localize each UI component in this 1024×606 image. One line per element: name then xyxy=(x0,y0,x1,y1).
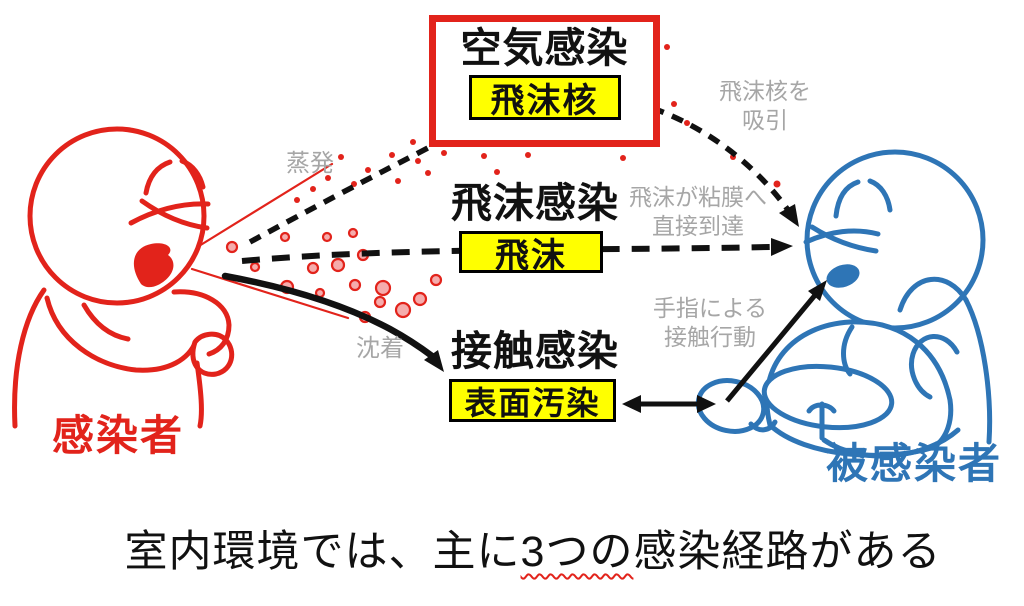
infected-brow xyxy=(179,158,206,190)
droplet-title: 飛沫感染 xyxy=(451,180,619,226)
recipient-open-mouth xyxy=(826,264,860,288)
recipient-elbow xyxy=(909,334,960,400)
recipient-chest xyxy=(841,324,855,377)
hand-note-line2: 接触行動 xyxy=(664,324,756,351)
recipient-lap xyxy=(821,427,961,459)
infected-head xyxy=(27,126,207,306)
inhale-nuclei-note: 飛沫核を 吸引 xyxy=(699,77,831,136)
contact-arrowhead xyxy=(424,350,444,372)
airborne-arrowhead xyxy=(779,204,799,227)
caption-part3: 感染経路がある xyxy=(633,528,942,576)
recipient-brow xyxy=(833,179,861,219)
recipient-thumb xyxy=(748,419,778,433)
recipient-shoulder xyxy=(897,276,969,313)
double-arrowhead-left xyxy=(622,395,641,413)
hand-note-line1: 手指による xyxy=(652,295,768,321)
inhale-note-line2: 吸引 xyxy=(742,107,788,134)
recipient-person-label: 被感染者 xyxy=(826,440,1003,487)
droplet-nuclei-tag: 飛沫核 xyxy=(468,75,621,121)
mucosa-note-line2: 直接到達 xyxy=(652,213,744,240)
hand-to-mouth-arrowhead xyxy=(808,280,827,301)
droplet-tag: 飛沫 xyxy=(459,231,603,275)
caption-part2: 3つの xyxy=(520,528,634,576)
hand-contact-note: 手指による 接触行動 xyxy=(644,294,776,353)
caption-part1: 室内環境では、主に xyxy=(124,528,521,576)
droplet-arrowhead xyxy=(771,238,793,256)
deposition-note: 沈着 xyxy=(356,335,404,362)
infected-side xyxy=(194,360,204,429)
infected-back xyxy=(12,287,47,429)
infected-open-mouth xyxy=(133,243,174,288)
recipient-brow xyxy=(867,178,893,213)
surface-contamination-tag: 表面汚染 xyxy=(449,379,616,422)
recipient-closed-eye xyxy=(803,228,881,245)
hand-to-mouth-line xyxy=(725,292,818,403)
recipient-leg xyxy=(806,401,837,441)
caption: 室内環境では、主に3つの感染経路がある xyxy=(0,517,1024,579)
hand-to-mouth-arrow xyxy=(725,280,827,403)
infected-arm xyxy=(44,295,199,373)
recipient-back xyxy=(963,297,993,445)
infected-person-label: 感染者 xyxy=(52,412,185,459)
contact-route-arrow xyxy=(221,272,436,360)
airborne-rise-dashed xyxy=(248,129,461,245)
airborne-infection-box: 空気感染 飛沫核 xyxy=(429,15,660,147)
contact-title: 接触感染 xyxy=(451,328,619,374)
spray-cone-line xyxy=(190,267,350,320)
recipient-person-figure xyxy=(695,149,993,459)
surface-hand-arrow xyxy=(622,395,716,413)
inhale-note-line1: 飛沫核を xyxy=(719,78,811,104)
mucosa-note-line1: 飛沫が粘膜へ xyxy=(629,184,767,210)
evaporation-note: 蒸発 xyxy=(286,150,334,177)
spray-cone-line xyxy=(197,162,334,248)
mucosa-note: 飛沫が粘膜へ 直接到達 xyxy=(612,183,784,242)
infected-elbow xyxy=(171,289,232,357)
recipient-forearm xyxy=(761,363,895,431)
infected-brow xyxy=(143,159,173,196)
airborne-title: 空気感染 xyxy=(460,25,629,71)
spray-droplets xyxy=(225,227,443,324)
infected-closed-eye xyxy=(139,198,210,231)
infected-collar xyxy=(81,302,131,342)
double-arrowhead-right xyxy=(697,395,716,413)
recipient-closed-eye xyxy=(809,224,879,254)
infected-closed-eye xyxy=(128,201,211,226)
infected-person-figure xyxy=(12,126,350,429)
